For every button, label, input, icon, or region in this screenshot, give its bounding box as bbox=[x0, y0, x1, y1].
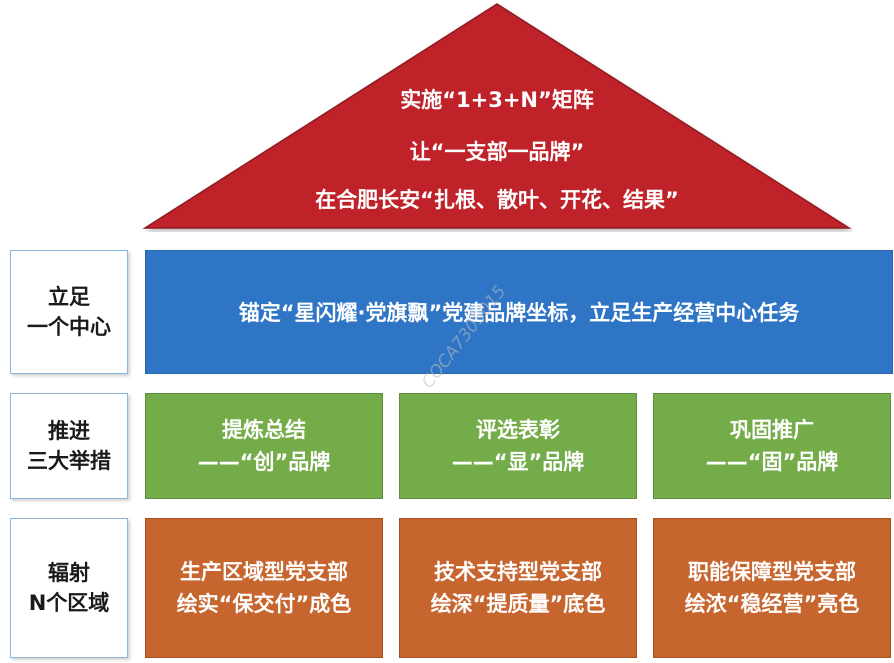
measure-box-consolidate-line2: ——“固”品牌 bbox=[705, 450, 839, 474]
row-label-center: 立足 一个中心 bbox=[10, 250, 128, 374]
row-label-regions: 辐射 N个区域 bbox=[10, 518, 128, 658]
row-label-measures-line1: 推进 bbox=[48, 419, 90, 443]
roof-line-2: 让“一支部一品牌” bbox=[409, 140, 585, 164]
row-label-center-line2: 一个中心 bbox=[27, 315, 111, 339]
region-box-production-line1: 生产区域型党支部 bbox=[180, 560, 348, 584]
region-box-support-line1: 职能保障型党支部 bbox=[688, 560, 856, 584]
roof-shape bbox=[142, 3, 852, 229]
measure-box-consolidate: 巩固推广 ——“固”品牌 bbox=[653, 393, 891, 499]
row-label-regions-line2: N个区域 bbox=[28, 591, 110, 615]
row-label-measures: 推进 三大举措 bbox=[10, 393, 128, 499]
measure-box-create-line2: ——“创”品牌 bbox=[197, 450, 331, 474]
region-box-support: 职能保障型党支部 绘浓“稳经营”亮色 bbox=[653, 518, 891, 658]
measure-box-consolidate-line1: 巩固推广 bbox=[730, 418, 814, 442]
region-box-production-line2: 绘实“保交付”成色 bbox=[176, 592, 352, 616]
center-band: 锚定“星闪耀·党旗飘”党建品牌坐标，立足生产经营中心任务 bbox=[145, 250, 893, 374]
measure-box-show-line1: 评选表彰 bbox=[476, 418, 560, 442]
roof-triangle bbox=[142, 3, 852, 229]
measure-box-show: 评选表彰 ——“显”品牌 bbox=[399, 393, 637, 499]
measure-box-create-line1: 提炼总结 bbox=[222, 418, 306, 442]
region-box-technical-line2: 绘深“提质量”底色 bbox=[430, 592, 606, 616]
row-label-center-line1: 立足 bbox=[48, 285, 90, 309]
region-box-technical-line1: 技术支持型党支部 bbox=[434, 560, 602, 584]
measure-box-show-line2: ——“显”品牌 bbox=[451, 450, 585, 474]
region-box-support-line2: 绘浓“稳经营”亮色 bbox=[684, 592, 860, 616]
center-band-text: 锚定“星闪耀·党旗飘”党建品牌坐标，立足生产经营中心任务 bbox=[238, 301, 800, 325]
region-box-production: 生产区域型党支部 绘实“保交付”成色 bbox=[145, 518, 383, 658]
row-label-measures-line2: 三大举措 bbox=[27, 449, 111, 473]
roof-line-1: 实施“1+3+N”矩阵 bbox=[400, 88, 594, 112]
measure-box-create: 提炼总结 ——“创”品牌 bbox=[145, 393, 383, 499]
roof-line-3: 在合肥长安“扎根、散叶、开花、结果” bbox=[315, 188, 679, 212]
region-box-technical: 技术支持型党支部 绘深“提质量”底色 bbox=[399, 518, 637, 658]
row-label-regions-line1: 辐射 bbox=[48, 561, 90, 585]
